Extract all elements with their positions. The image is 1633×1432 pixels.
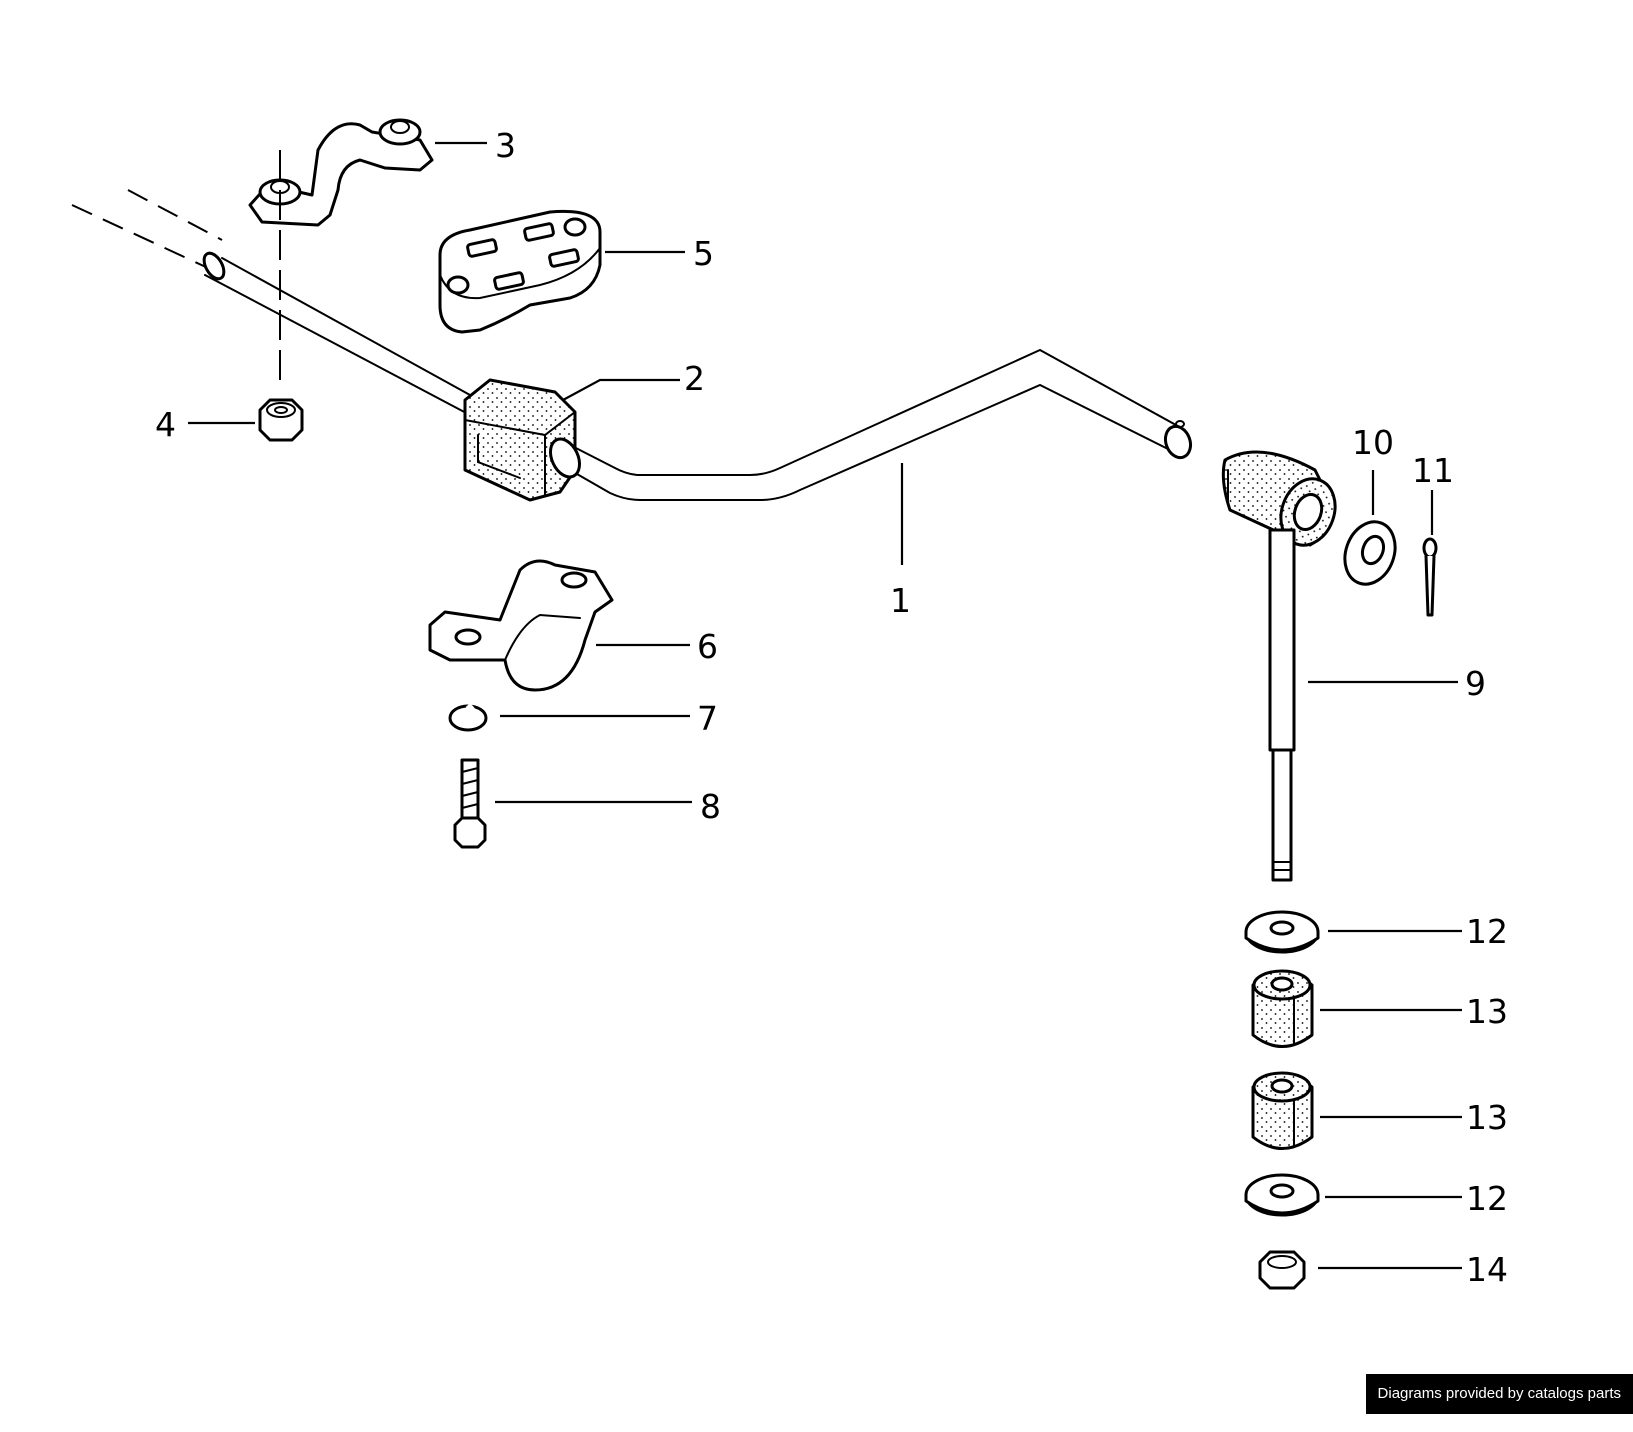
stabilizer-bar [202,251,1193,501]
cotter-pin [1422,537,1438,617]
callout-7: 7 [697,699,718,738]
callout-12-lower: 12 [1466,1179,1508,1218]
callout-8: 8 [700,787,721,826]
upper-clamp [248,118,434,380]
lower-clamp [428,559,614,692]
credit-banner: Diagrams provided by catalogs parts [1365,1374,1633,1414]
callout-10: 10 [1352,423,1394,462]
link-nut [1258,1250,1306,1290]
callout-14: 14 [1466,1250,1508,1289]
callout-13-upper: 13 [1466,992,1508,1031]
link-washer [1343,520,1397,586]
retainer-washer-lower [1244,1173,1320,1217]
callout-5: 5 [693,234,714,273]
callout-6: 6 [697,627,718,666]
retainer-washer-upper [1244,910,1320,954]
callout-12-upper: 12 [1466,912,1508,951]
callout-4: 4 [155,405,176,444]
grommet-lower [1251,1071,1314,1150]
callout-9: 9 [1465,664,1486,703]
callout-labels: 1 2 3 4 5 6 7 8 9 10 11 12 13 13 12 14 [155,126,1508,1289]
callout-2: 2 [684,359,705,398]
clamp-nut [258,398,304,442]
bolt [453,758,487,849]
lock-washer [448,703,488,732]
bar-bushing [463,378,582,502]
bar-extension-lines [71,189,223,269]
grommet-upper [1251,969,1314,1048]
link-bolt [1221,450,1337,882]
callout-1: 1 [890,581,911,620]
spacer-block [438,209,602,334]
callout-11: 11 [1412,451,1454,490]
callout-3: 3 [495,126,516,165]
callout-13-lower: 13 [1466,1098,1508,1137]
leader-lines [188,141,1462,1270]
